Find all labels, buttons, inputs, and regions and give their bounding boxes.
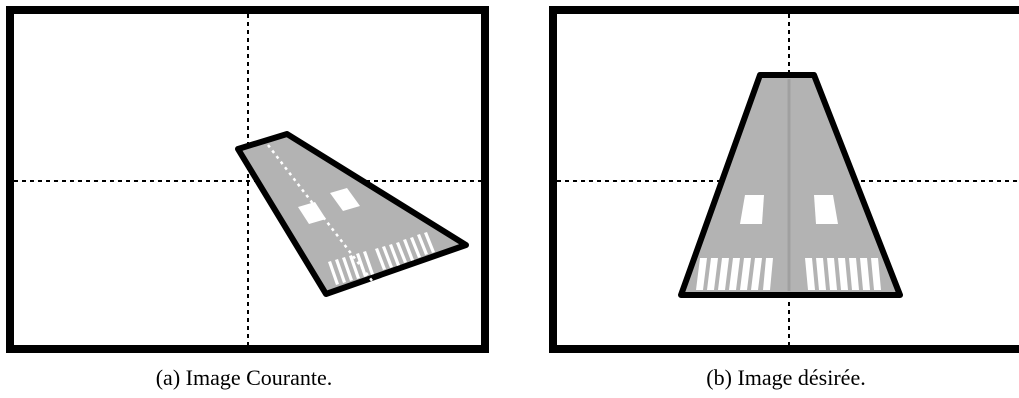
runway-current [235,131,469,297]
panel-current-image [6,6,489,353]
panel-desired-image [549,6,1019,353]
runway-marker-left-desired [740,195,764,224]
image-frame-current [6,6,489,353]
runway-marker-left-current [298,202,326,224]
threshold-stripes-current [328,232,435,285]
runway-centerline-current [267,144,377,287]
runway-desired [678,72,903,298]
threshold-stripes-desired [696,258,881,290]
runway-marker-right-desired [814,195,838,224]
caption-desired-image: (b) Image désirée. [706,365,866,390]
caption-current-image: (a) Image Courante. [155,365,333,390]
runway-marker-right-current [330,188,360,211]
